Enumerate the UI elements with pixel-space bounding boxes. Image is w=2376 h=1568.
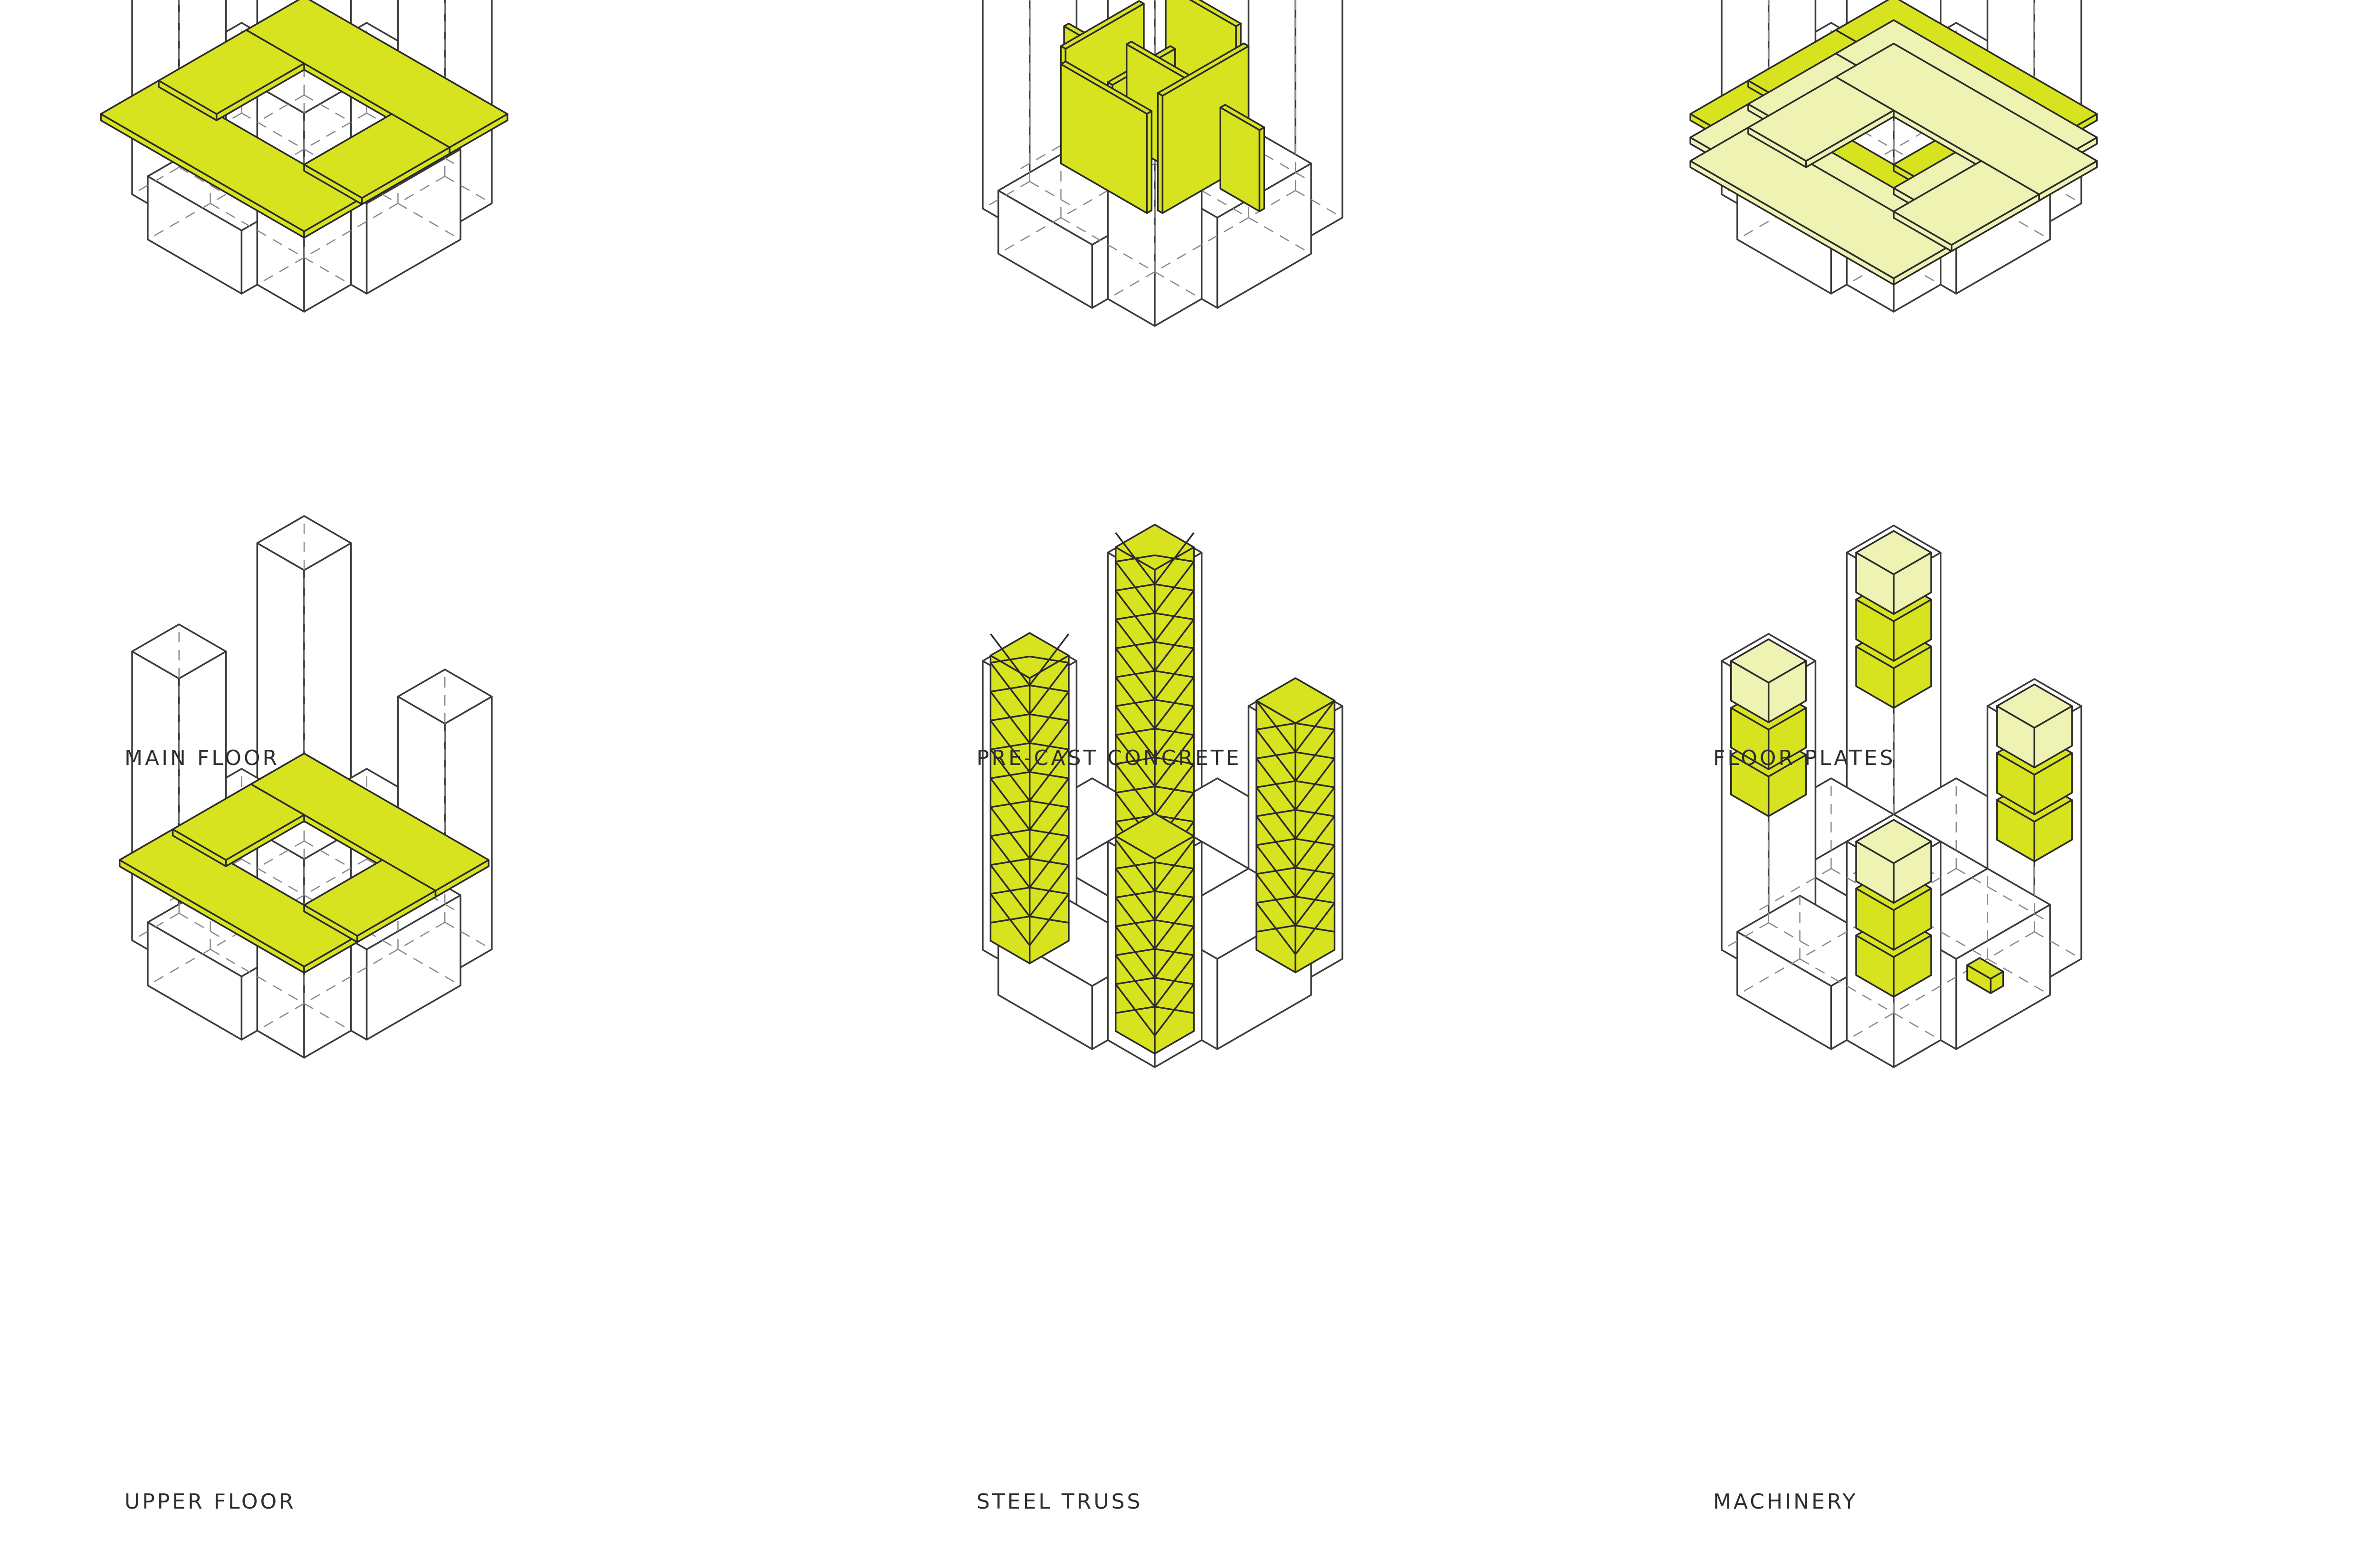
precast-wall-3-face-right: [1147, 111, 1152, 213]
caption-floor-plates: FLOOR PLATES: [1713, 746, 1895, 770]
caption-pre-cast-concrete: PRE-CAST CONCRETE: [977, 746, 1241, 770]
tower-front-truss-face-right: [1155, 836, 1194, 1054]
caption-steel-truss: STEEL TRUSS: [977, 1490, 1142, 1514]
panel-upper-floor: [120, 516, 492, 1058]
panel-steel-truss: [983, 525, 1342, 1067]
caption-main-floor: MAIN FLOOR: [125, 746, 279, 770]
precast-wall-6-face-right: [1259, 127, 1264, 211]
panel-main-floor: [101, 0, 508, 312]
panel-machinery: [1722, 526, 2081, 1067]
panel-floor-plates: [1690, 0, 2097, 312]
caption-machinery: MACHINERY: [1713, 1490, 1858, 1514]
panel-pre-cast-concrete: [983, 0, 1342, 326]
tower-front-truss-face-left: [1116, 836, 1155, 1054]
caption-upper-floor: UPPER FLOOR: [125, 1490, 296, 1514]
